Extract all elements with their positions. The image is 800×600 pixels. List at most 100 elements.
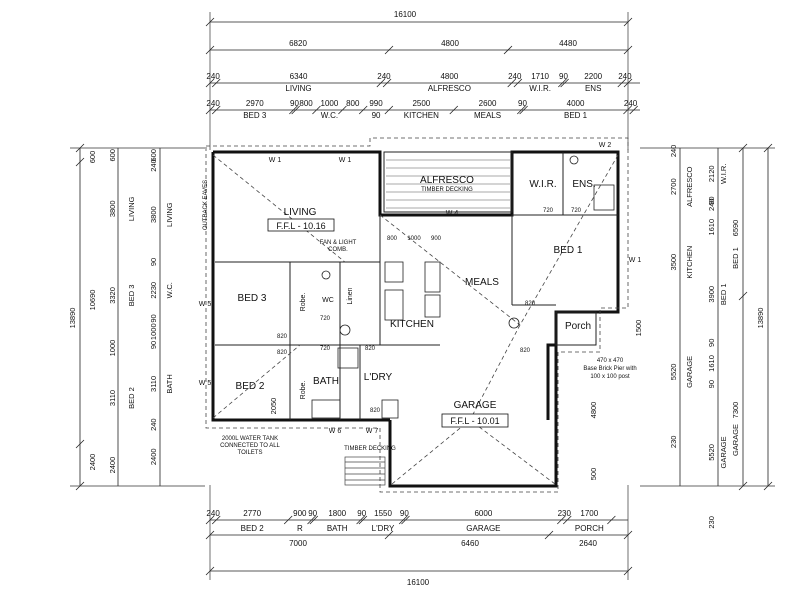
note-tank-3: TOILETS — [238, 450, 263, 456]
room-robe-bed2: Robe. — [300, 381, 307, 400]
toprow2-lab-1: LIVING — [285, 84, 311, 93]
leftcol2-val-0: 600 — [108, 149, 117, 162]
dim-2050: 2050 — [269, 398, 278, 415]
rightcol2-val-5: 90 — [707, 339, 716, 347]
botrow1-tick-2 — [283, 515, 293, 525]
timber-decking-label: TIMBER DECKING — [344, 446, 396, 452]
dim-top-1b: 4800 — [441, 39, 459, 48]
note-fan-1: FAN & LIGHT — [320, 240, 357, 246]
room-alfresco-sub: TIMBER DECKING — [421, 187, 473, 193]
living-ffl-box — [267, 218, 335, 232]
toprow3-val-0: 240 — [206, 99, 220, 108]
toprow3-lab-10: BED 1 — [564, 111, 588, 120]
door-720-ens: 720 — [571, 208, 582, 214]
door-720-wir: 720 — [543, 208, 554, 214]
living-ffl: F.F.L - 10.16 — [276, 221, 325, 231]
room-robe-bed3: Robe. — [300, 293, 307, 312]
botrow1-val-2: 900 — [293, 509, 307, 518]
note-pier-2: Base Brick Pier with — [583, 366, 636, 372]
toprow3-tick-5 — [338, 105, 347, 115]
botrow1-tick-11 — [607, 515, 616, 525]
dim-right-3a-label: BED 1 — [731, 247, 740, 269]
toprow3-tick-2 — [289, 105, 298, 115]
door-820-bed1: 820 — [525, 301, 536, 307]
leftcol2-lab-2: BED 3 — [127, 285, 136, 307]
toprow2-val-6: 90 — [559, 72, 568, 81]
leftcol3-val-10: 2400 — [149, 448, 158, 465]
toprow2-val-8: 240 — [618, 72, 632, 81]
room-kitchen: KITCHEN — [390, 319, 434, 330]
leftcol3-lab-2: LIVING — [165, 202, 174, 227]
toprow2-lab-3: ALFRESCO — [428, 84, 471, 93]
botrow1-val-10: 1700 — [580, 509, 598, 518]
door-720-wc: 720 — [320, 316, 331, 322]
dim-right-3b-label: GARAGE — [731, 424, 740, 456]
building-walls — [211, 150, 620, 488]
leftcol2-val-4: 3110 — [108, 390, 117, 406]
toprow3-tick-1 — [211, 105, 221, 115]
dim-left-overall: 13890 — [68, 308, 77, 329]
botrow1-val-7: 90 — [400, 509, 409, 518]
toprow3-val-1: 2970 — [246, 99, 264, 108]
rightcol2-lab-0: W.I.R. — [719, 164, 728, 184]
toprow2-val-3: 4800 — [440, 72, 458, 81]
room-bed3: BED 3 — [238, 293, 267, 304]
note-fan-2: COMB. — [328, 247, 348, 253]
toprow2-lab-7: ENS — [585, 84, 601, 93]
toprow2-tick-5 — [513, 78, 523, 88]
window-w5-a: W 5 — [199, 301, 212, 308]
note-outback-eaves: OUTBACK EAVES — [203, 180, 209, 230]
toprow3-tick-4 — [312, 105, 321, 115]
window-w2: W 2 — [599, 142, 612, 149]
toprow3-lab-1: BED 3 — [243, 111, 267, 120]
toprow2-tick-6 — [558, 78, 567, 88]
rightcol2-val-1: 90 — [707, 197, 716, 205]
toprow2-val-1: 6340 — [290, 72, 308, 81]
room-laundry: L'DRY — [364, 372, 393, 383]
toprow3-val-8: 2600 — [479, 99, 497, 108]
room-alfresco: ALFRESCO — [420, 175, 474, 186]
dim-bot-2a: 7000 — [289, 539, 307, 548]
toprow2-tick-4 — [507, 78, 516, 88]
toprow3-val-3: 800 — [299, 99, 313, 108]
toprow3-tick-8 — [449, 105, 459, 115]
rightcol1-val-4: 230 — [669, 436, 678, 449]
toprow2-val-4: 240 — [508, 72, 522, 81]
leftcol3-lab-8: BATH — [165, 374, 174, 393]
toprow3-val-6: 990 — [369, 99, 383, 108]
rightcol2-val-2: 240 — [707, 198, 716, 211]
toprow2-val-2: 240 — [377, 72, 391, 81]
leftcol3-lab-4: W.C. — [165, 282, 174, 298]
note-pier-3: 100 x 100 post — [590, 374, 630, 380]
botrow1-val-9: 230 — [558, 509, 572, 518]
rightcol2-lab-4: BED 1 — [719, 283, 728, 305]
door-820-kit: 820 — [365, 346, 376, 352]
leftcol2-val-2: 3320 — [108, 287, 117, 304]
timber-decking-small — [344, 456, 386, 486]
dim-garage-500: 500 — [589, 468, 598, 481]
window-w1-b: W 1 — [339, 157, 352, 164]
door-820-meals: 820 — [520, 348, 531, 354]
botrow1-tick-7 — [398, 515, 408, 525]
room-porch: Porch — [565, 321, 591, 332]
toprow3-lab-7: KITCHEN — [404, 111, 439, 120]
toprow2-val-5: 1710 — [531, 72, 549, 81]
toprow3-tick-9 — [517, 105, 526, 115]
toprow3-val-4: 1000 — [321, 99, 339, 108]
dim-top-1c: 4480 — [559, 39, 577, 48]
window-w1-a: W 1 — [269, 157, 282, 164]
dim-kit-3: 900 — [431, 236, 442, 242]
rightcol2-lab-8: GARAGE — [719, 436, 728, 468]
toprow3-val-2: 90 — [290, 99, 299, 108]
dim-left-1b: 10690 — [88, 290, 97, 311]
leftcol3-val-0: 600 — [149, 149, 158, 162]
window-w6: W 6 — [329, 428, 342, 435]
dim-top-overall: 16100 — [394, 10, 417, 19]
rightcol2-val-4: 3900 — [707, 286, 716, 303]
leftcol2-val-5: 2400 — [108, 457, 117, 474]
rightcol2-val-8: 5520 — [707, 444, 716, 461]
toprow2-lab-5: W.I.R. — [529, 84, 551, 93]
